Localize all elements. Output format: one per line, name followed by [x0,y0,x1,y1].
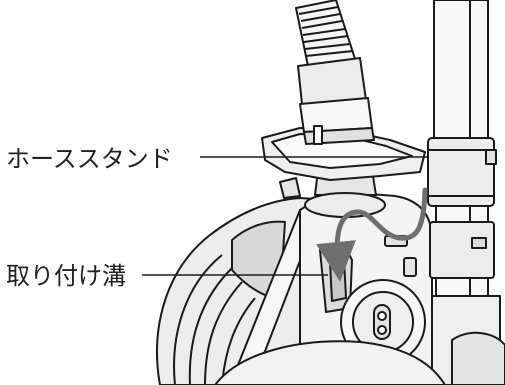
extension-pipe [427,0,505,385]
hose [295,0,375,145]
vacuum-body [156,197,331,385]
attach-arrow [316,187,428,282]
mounting-groove-label: 取り付け溝 [6,262,126,290]
floor-head [213,340,447,385]
hose-stand-label: ホーススタンド [6,145,173,173]
